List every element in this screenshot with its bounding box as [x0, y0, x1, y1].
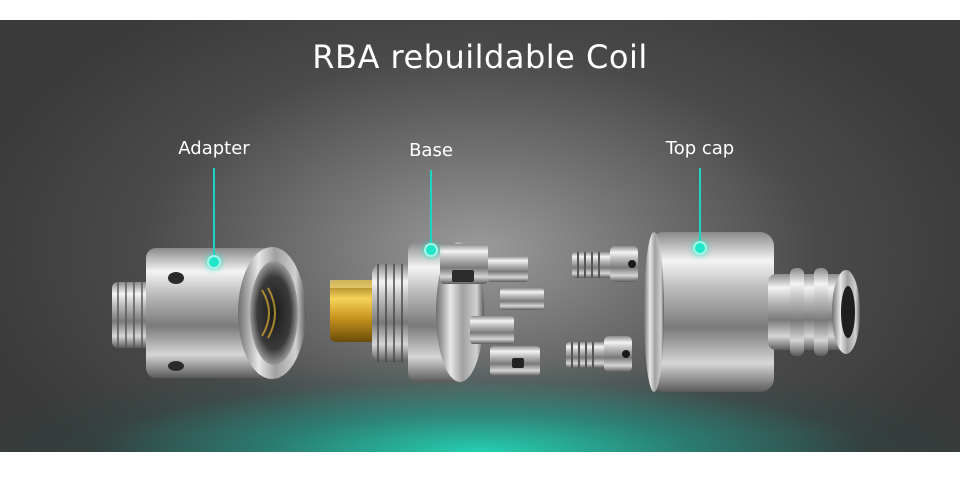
adapter-leader-line [213, 168, 215, 256]
top-cap-part [644, 232, 860, 392]
screw-top-part [572, 246, 638, 282]
base-leader-line [430, 170, 432, 246]
base-part [372, 242, 544, 382]
page-title: RBA rebuildable Coil [312, 38, 648, 76]
top-cap-leader-line [699, 168, 701, 244]
gold-pin-part [330, 280, 376, 342]
top-cap-label: Top cap [665, 138, 735, 159]
adapter-marker-dot [207, 255, 221, 269]
adapter-part [112, 247, 306, 379]
base-marker-dot [424, 243, 438, 257]
product-visual: RBA rebuildable Coil [0, 20, 960, 452]
adapter-label: Adapter [178, 138, 250, 159]
exploded-atomizer-illustration [112, 232, 860, 392]
screw-bottom-part [566, 336, 632, 372]
top-cap-marker-dot [693, 241, 707, 255]
base-label: Base [409, 140, 453, 161]
